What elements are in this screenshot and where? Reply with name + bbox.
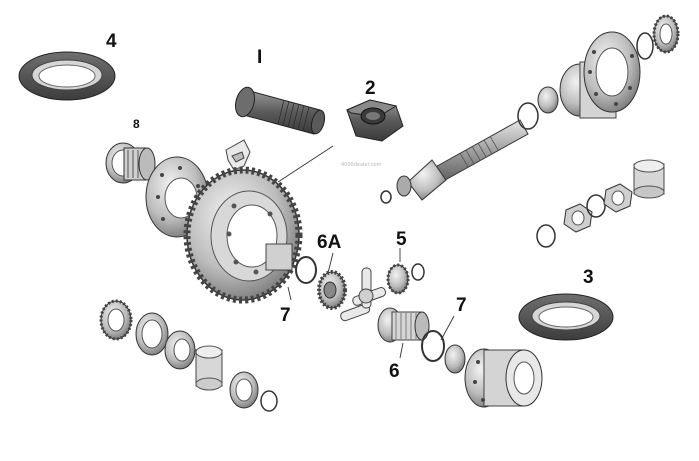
callout-7-left: 7 <box>280 305 291 326</box>
bearing-8 <box>105 142 156 184</box>
ring-gear-nut <box>346 99 404 142</box>
side-gear-6 <box>377 307 430 343</box>
lock-clip <box>225 139 251 171</box>
pinion-housing <box>559 14 680 119</box>
callout-7-right: 7 <box>456 295 467 316</box>
callout-6: 6 <box>389 361 400 382</box>
callout-2: 2 <box>365 78 376 99</box>
ring-gear <box>183 166 303 304</box>
callout-3: 3 <box>583 267 594 288</box>
differential-housing-right <box>464 348 543 408</box>
bearing-lower-left <box>99 299 278 412</box>
pinion-shaft <box>380 86 559 204</box>
pinion-gear-5 <box>386 263 425 295</box>
watermark: 4000dealer.com <box>341 162 382 168</box>
seal-3 <box>518 293 614 341</box>
side-gear-6a <box>317 270 347 310</box>
seal-4 <box>18 51 116 101</box>
callout-1: I <box>257 47 263 68</box>
callout-6a: 6A <box>317 232 342 253</box>
callout-4: 4 <box>106 31 117 52</box>
ring-gear-bolt <box>234 86 326 135</box>
pinion-nut-washers <box>536 159 665 248</box>
washer-7-left <box>295 256 317 284</box>
callout-5: 5 <box>396 229 407 250</box>
washer-7-right <box>421 330 466 374</box>
cross-shaft <box>340 267 387 322</box>
callout-8: 8 <box>133 117 140 131</box>
